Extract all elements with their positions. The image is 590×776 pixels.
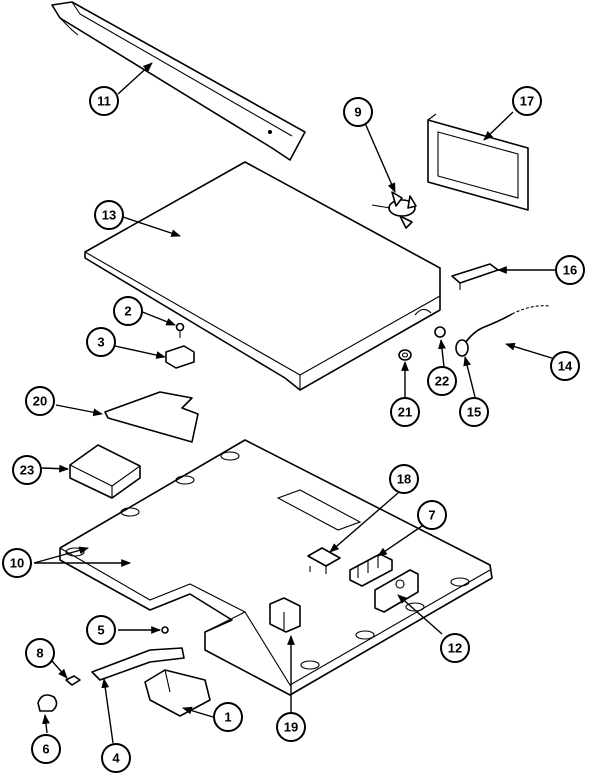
callout-label: 7 xyxy=(428,508,435,523)
part-3-block xyxy=(165,345,195,369)
callout-circle xyxy=(389,464,419,494)
callout-circle xyxy=(25,386,55,416)
callout-circle xyxy=(86,327,116,357)
callout-15: 15 xyxy=(459,397,489,427)
callout-label: 15 xyxy=(467,405,481,420)
callout-10: 10 xyxy=(2,548,32,578)
callout-label: 5 xyxy=(97,623,104,638)
callout-label: 11 xyxy=(97,94,111,109)
callout-label: 13 xyxy=(102,208,116,223)
callout-4: 4 xyxy=(101,743,131,773)
callout-21: 21 xyxy=(390,397,420,427)
part-4-lever xyxy=(91,647,185,681)
part-2-screw xyxy=(175,322,185,338)
callout-circle xyxy=(343,97,373,127)
callout-label: 17 xyxy=(520,94,534,109)
callout-label: 20 xyxy=(33,394,47,409)
part-20-insulation xyxy=(104,391,199,443)
callout-2: 2 xyxy=(113,296,143,326)
callout-circle xyxy=(417,500,447,530)
callout-circle xyxy=(113,296,143,326)
callout-12: 12 xyxy=(440,633,470,663)
callout-circle xyxy=(427,366,457,396)
part-15-elbow xyxy=(455,339,469,357)
callout-circle xyxy=(276,712,306,742)
callout-circle xyxy=(440,633,470,663)
part-16-bracket xyxy=(451,263,499,290)
callout-label: 10 xyxy=(10,556,24,571)
callout-label: 23 xyxy=(20,463,34,478)
callout-circle xyxy=(12,455,42,485)
callout-label: 2 xyxy=(124,304,131,319)
part-18-relay xyxy=(307,547,341,574)
callout-6: 6 xyxy=(31,734,61,764)
callout-label: 3 xyxy=(97,335,104,350)
callout-circle xyxy=(25,638,55,668)
part-1-latch xyxy=(144,669,211,717)
callout-18: 18 xyxy=(389,464,419,494)
callout-circle xyxy=(2,548,32,578)
callout-circle xyxy=(86,615,116,645)
callout-14: 14 xyxy=(550,351,580,381)
callout-circle xyxy=(550,351,580,381)
callout-label: 21 xyxy=(398,405,412,420)
callout-13: 13 xyxy=(94,200,124,230)
callout-label: 8 xyxy=(36,646,43,661)
part-5-screw xyxy=(161,626,169,634)
callout-19: 19 xyxy=(276,712,306,742)
part-8-pad xyxy=(65,675,81,686)
callout-23: 23 xyxy=(12,455,42,485)
callout-20: 20 xyxy=(25,386,55,416)
part-14-hose xyxy=(461,305,551,349)
callout-label: 1 xyxy=(224,710,231,725)
part-22-nut xyxy=(434,326,446,338)
callout-circle xyxy=(213,702,243,732)
callout-label: 18 xyxy=(397,472,411,487)
callout-label: 4 xyxy=(112,751,120,766)
callout-16: 16 xyxy=(555,255,585,285)
callout-17: 17 xyxy=(512,86,542,116)
part-11-top-rail xyxy=(51,1,306,161)
callout-circle xyxy=(101,743,131,773)
callout-circle xyxy=(94,200,124,230)
callout-label: 6 xyxy=(42,742,49,757)
part-13-top-panel xyxy=(84,161,441,391)
callout-label: 9 xyxy=(354,105,361,120)
callout-label: 14 xyxy=(558,359,573,374)
part-17-vent-box xyxy=(427,113,529,211)
part-12-switch-plate xyxy=(374,569,419,613)
callout-label: 22 xyxy=(435,374,449,389)
callout-circle xyxy=(459,397,489,427)
callout-circle xyxy=(31,734,61,764)
callout-label: 19 xyxy=(284,720,298,735)
part-10-base-tray xyxy=(59,439,493,696)
callout-circle xyxy=(555,255,585,285)
part-23-module xyxy=(69,444,141,499)
callout-3: 3 xyxy=(86,327,116,357)
callout-circle xyxy=(390,397,420,427)
callout-circle xyxy=(512,86,542,116)
part-6-knob xyxy=(37,694,58,712)
callout-8: 8 xyxy=(25,638,55,668)
callout-label: 16 xyxy=(563,263,577,278)
part-19-connector xyxy=(269,597,301,633)
part-21-grommet xyxy=(398,349,412,361)
callout-1: 1 xyxy=(213,702,243,732)
callout-11: 11 xyxy=(89,86,119,116)
callout-label: 12 xyxy=(448,641,462,656)
callout-22: 22 xyxy=(427,366,457,396)
part-9-fan-motor xyxy=(371,191,417,229)
callout-5: 5 xyxy=(86,615,116,645)
callout-circle xyxy=(89,86,119,116)
leader-lines xyxy=(33,62,556,744)
callout-9: 9 xyxy=(343,97,373,127)
callout-7: 7 xyxy=(417,500,447,530)
